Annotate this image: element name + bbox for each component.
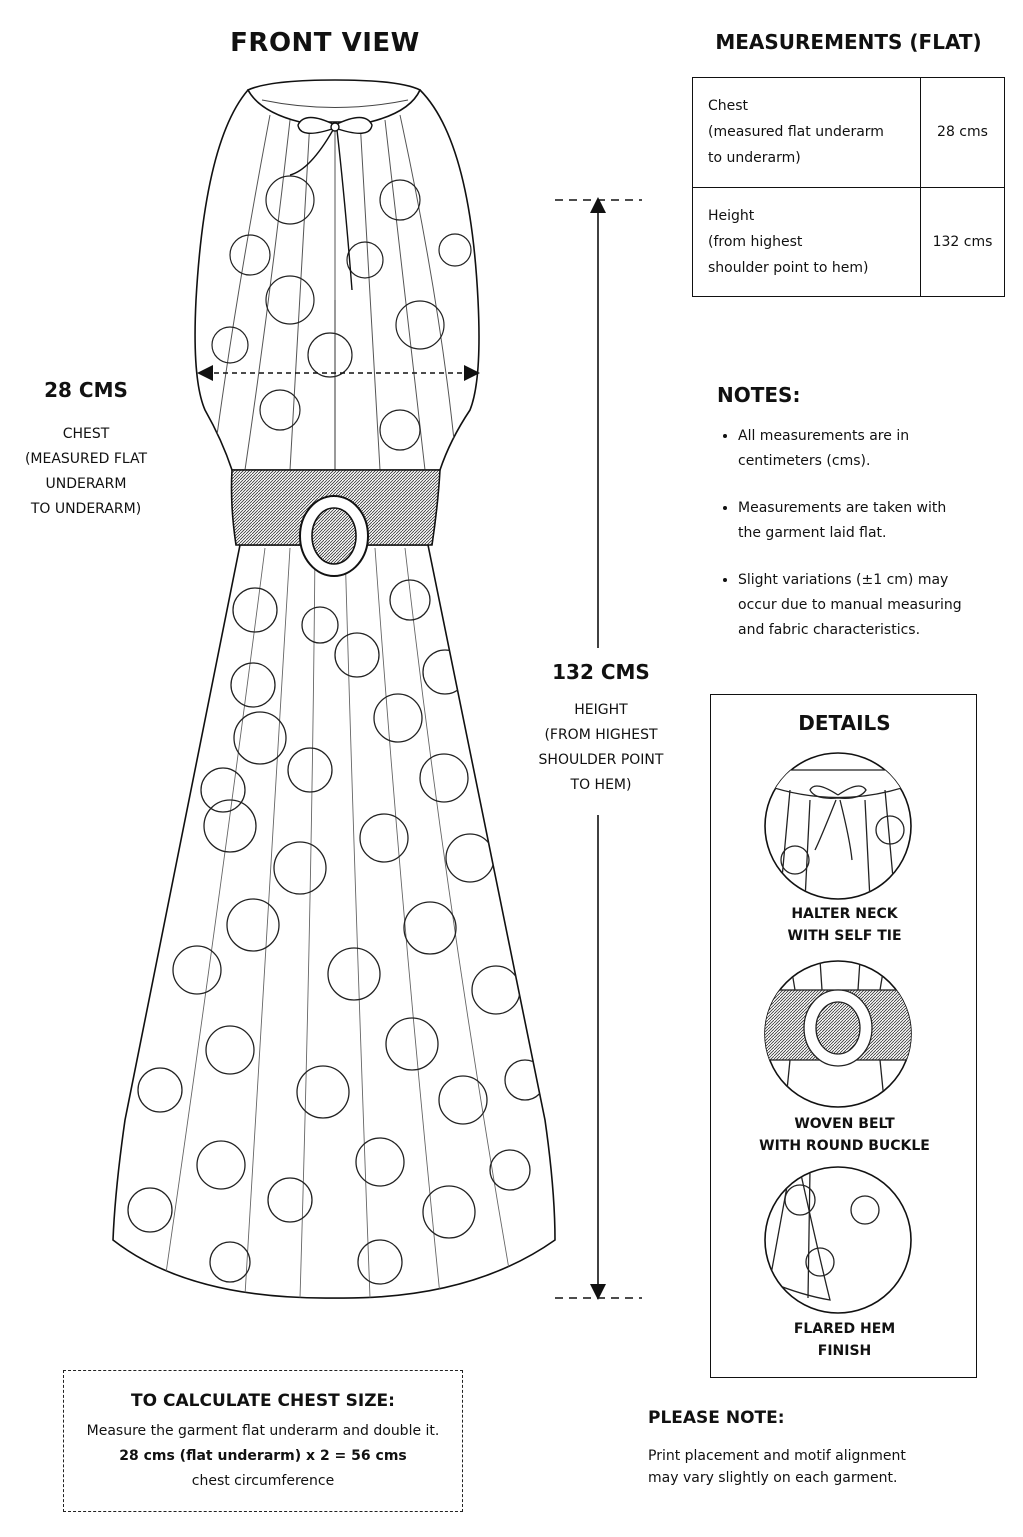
height-label-cell: Height (from highest shoulder point to h…	[692, 186, 921, 297]
detail-circle-hem	[764, 1166, 912, 1314]
height-dimension-arrow	[555, 197, 642, 1300]
please-note-line: Print placement and motif alignment	[648, 1448, 906, 1464]
caption-line: FINISH	[817, 1343, 872, 1359]
notes-list: All measurements are in centimeters (cms…	[720, 424, 968, 665]
chest-value: 28 CMS	[44, 378, 128, 402]
chest-line-4: TO UNDERARM)	[30, 501, 142, 517]
height-label-line: Height	[708, 207, 755, 224]
note-item: All measurements are in centimeters (cms…	[738, 424, 968, 474]
height-value: 132 CMS	[552, 660, 650, 684]
details-title: DETAILS	[798, 711, 891, 735]
caption-line: WITH ROUND BUCKLE	[759, 1138, 930, 1154]
please-note-title: PLEASE NOTE:	[648, 1408, 785, 1428]
front-view-title: FRONT VIEW	[230, 28, 420, 58]
height-callout: 132 CMS HEIGHT (FROM HIGHEST SHOULDER PO…	[520, 660, 682, 798]
self-tie-bow	[289, 116, 373, 291]
chest-line-3: UNDERARM	[45, 476, 127, 492]
caption-line: WITH SELF TIE	[787, 928, 902, 944]
bodice-polka-dots	[211, 175, 472, 451]
chest-line-1: CHEST	[62, 426, 110, 442]
chest-value-cell: 28 cms	[920, 77, 1005, 188]
table-row: Height (from highest shoulder point to h…	[692, 186, 1005, 297]
measurements-table: Chest (measured flat underarm to underar…	[692, 77, 1005, 297]
skirt-outline	[112, 544, 556, 1299]
calc-line-1: Measure the garment flat underarm and do…	[86, 1423, 440, 1439]
please-note-text: Print placement and motif alignment may …	[648, 1445, 906, 1489]
detail-caption-halter: HALTER NECK WITH SELF TIE	[711, 903, 978, 947]
detail-circle-belt	[764, 960, 912, 1108]
table-row: Chest (measured flat underarm to underar…	[692, 77, 1005, 188]
chest-callout: 28 CMS CHEST (MEASURED FLAT UNDERARM TO …	[0, 378, 172, 522]
height-line-3: SHOULDER POINT	[538, 752, 664, 768]
calc-chest-box: TO CALCULATE CHEST SIZE: Measure the gar…	[63, 1370, 463, 1512]
height-label-line: shoulder point to hem)	[708, 259, 869, 276]
height-line-2: (FROM HIGHEST	[544, 727, 658, 743]
note-item: Measurements are taken with the garment …	[738, 496, 968, 546]
round-buckle	[299, 495, 369, 577]
detail-caption-hem: FLARED HEM FINISH	[711, 1318, 978, 1362]
notes-title: NOTES:	[717, 383, 801, 407]
detail-circle-halter	[764, 752, 912, 900]
height-value-cell: 132 cms	[920, 186, 1005, 297]
detail-caption-belt: WOVEN BELT WITH ROUND BUCKLE	[711, 1113, 978, 1157]
height-label-line: (from highest	[708, 233, 803, 250]
caption-line: FLARED HEM	[793, 1321, 896, 1337]
height-line-4: TO HEM)	[570, 777, 632, 793]
calc-line-2: 28 cms (flat underarm) x 2 = 56 cms	[119, 1448, 407, 1464]
note-item: Slight variations (±1 cm) may occur due …	[738, 568, 968, 643]
bodice-outline	[194, 89, 480, 471]
skirt-polka-dots	[127, 579, 546, 1285]
chest-label-cell: Chest (measured flat underarm to underar…	[692, 77, 921, 188]
calc-title: TO CALCULATE CHEST SIZE:	[131, 1391, 395, 1411]
halter-collar	[246, 79, 422, 123]
measurements-title: MEASUREMENTS (FLAT)	[715, 30, 982, 54]
caption-line: HALTER NECK	[791, 906, 898, 922]
caption-line: WOVEN BELT	[794, 1116, 895, 1132]
chest-label-line: Chest	[708, 98, 749, 115]
height-line-1: HEIGHT	[574, 702, 628, 718]
please-note-line: may vary slightly on each garment.	[648, 1470, 898, 1486]
calc-line-3: chest circumference	[191, 1473, 335, 1489]
details-box: DETAILS HALTER NECK WITH SELF TIE WOVEN …	[710, 694, 977, 1378]
chest-label-line: (measured flat underarm	[708, 124, 884, 141]
chest-line-2: (MEASURED FLAT	[24, 451, 148, 467]
chest-label-line: to underarm)	[708, 150, 801, 167]
